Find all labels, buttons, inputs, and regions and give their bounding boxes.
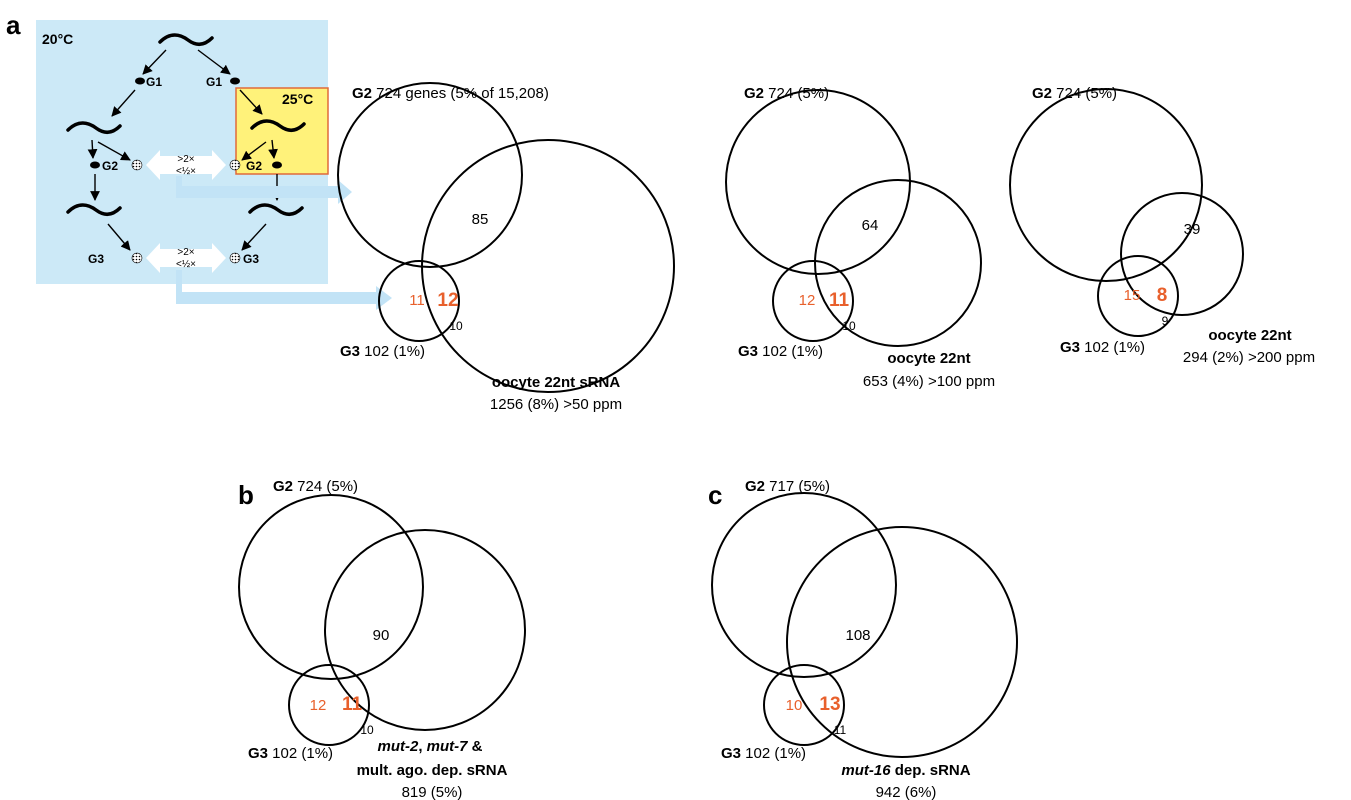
set-title: oocyte 22nt sRNA	[492, 374, 621, 391]
set-title: oocyte 22nt	[887, 350, 970, 367]
worm-g1-left-icon	[66, 121, 122, 134]
g2-set-label: G2 724 (5%)	[273, 478, 358, 495]
g3-set-label: G3 102 (1%)	[340, 343, 425, 360]
panel-letter-b: b	[238, 480, 254, 510]
g2-set-label: G2 724 genes (5% of 15,208)	[352, 85, 549, 102]
g3-circle	[288, 664, 370, 746]
fold-down-label: <½×	[176, 166, 196, 177]
panel-letter-a: a	[6, 10, 21, 40]
g1-right-label: G1	[206, 75, 222, 89]
mut16-sRNA-circle	[786, 526, 1018, 758]
set-title: mult. ago. dep. sRNA	[357, 762, 508, 779]
worm-g1-right-icon	[250, 119, 306, 132]
count-g2-set: 108	[845, 627, 870, 644]
count-all-three: 11	[342, 694, 363, 715]
g3-set-label: G3 102 (1%)	[248, 745, 333, 762]
g2-circle	[711, 492, 897, 678]
count-g2-set: 85	[472, 211, 489, 228]
set-count: 942 (6%)	[876, 784, 937, 800]
sample-g2-right-icon	[229, 159, 241, 171]
g2-circle	[238, 494, 424, 680]
venn-mut16: G2 717 (5%) 108 10 13 11 G3 102 (1%) mut…	[711, 478, 1018, 800]
g2-set-label: G2 724 (5%)	[1032, 85, 1117, 102]
count-g2-set: 64	[862, 217, 879, 234]
set-count: 653 (4%) >100 ppm	[863, 373, 995, 390]
g3-right-label: G3	[243, 252, 259, 266]
set-title-genes: mut-2, mut-7 &	[377, 738, 482, 755]
oocyte-sRNA-circle	[1120, 192, 1244, 316]
count-all-three: 13	[819, 694, 840, 715]
g2-circle	[1009, 88, 1203, 282]
fold-change-g2: >2× <½×	[146, 150, 226, 180]
fold-up-label: >2×	[177, 154, 194, 165]
g3-left-label: G3	[88, 252, 104, 266]
egg-g2-right-icon	[272, 161, 282, 169]
worm-g2-left-icon	[66, 203, 122, 216]
count-g2-g3: 15	[1124, 287, 1141, 304]
venn-mut2-mut7: G2 724 (5%) 90 12 11 10 G3 102 (1%) mut-…	[238, 478, 526, 800]
egg-g1-right-icon	[230, 77, 240, 85]
g3-circle	[772, 260, 854, 342]
fold-down-label: <½×	[176, 259, 196, 270]
fold-up-label: >2×	[177, 247, 194, 258]
count-g2-g3: 10	[786, 697, 803, 714]
g3-connector-arrow	[176, 270, 392, 310]
temp-20-label: 20°C	[42, 31, 73, 47]
g2-right-label: G2	[246, 159, 262, 173]
count-g3-set: 9	[1162, 314, 1169, 328]
g2-connector-arrow	[176, 176, 352, 204]
sample-g3-left-icon	[131, 252, 143, 264]
venn-oocyte-100ppm: G2 724 (5%) 64 12 11 10 G3 102 (1%) oocy…	[725, 85, 995, 390]
set-count: 294 (2%) >200 ppm	[1183, 349, 1315, 366]
set-count: 1256 (8%) >50 ppm	[490, 396, 622, 413]
count-g3-set: 10	[842, 319, 856, 333]
count-all-three: 12	[437, 290, 458, 311]
egg-g1-left-icon	[135, 77, 145, 85]
g2-set-label: G2 717 (5%)	[745, 478, 830, 495]
count-g2-g3: 12	[799, 292, 816, 309]
venn-oocyte-200ppm: G2 724 (5%) 39 15 8 9 G3 102 (1%) oocyte…	[1009, 85, 1315, 366]
lineage-arrows	[87, 49, 282, 251]
count-g2-set: 90	[373, 627, 390, 644]
g3-circle	[763, 664, 845, 746]
set-count: 819 (5%)	[402, 784, 463, 800]
g3-set-label: G3 102 (1%)	[738, 343, 823, 360]
sample-g2-left-icon	[131, 159, 143, 171]
sample-g3-right-icon	[229, 252, 241, 264]
oocyte-sRNA-circle	[814, 179, 982, 347]
count-g2-g3: 12	[310, 697, 327, 714]
count-all-three: 8	[1157, 285, 1168, 306]
count-g3-set: 10	[360, 723, 374, 737]
worm-g2-right-icon	[248, 203, 304, 216]
g3-set-label: G3 102 (1%)	[1060, 339, 1145, 356]
count-g2-set: 39	[1184, 221, 1201, 238]
panel-letter-c: c	[708, 480, 722, 510]
g2-set-label: G2 724 (5%)	[744, 85, 829, 102]
g2-left-label: G2	[102, 159, 118, 173]
g2-circle	[337, 82, 523, 268]
g3-circle	[1097, 255, 1179, 337]
oocyte-sRNA-circle	[421, 139, 675, 393]
egg-g2-left-icon	[90, 161, 100, 169]
fold-change-g3: >2× <½×	[146, 243, 226, 273]
g2-circle	[725, 89, 911, 275]
g3-circle	[378, 260, 460, 342]
count-all-three: 11	[829, 290, 850, 311]
count-g3-set: 10	[449, 319, 463, 333]
set-title: oocyte 22nt	[1208, 327, 1291, 344]
mut-dependent-sRNA-circle	[324, 529, 526, 731]
generation-schematic: 20°C 25°C G1 G1 G2 G2 G3 G3	[36, 20, 392, 310]
temp-25-label: 25°C	[282, 91, 313, 107]
g3-set-label: G3 102 (1%)	[721, 745, 806, 762]
set-title: mut-16 dep. sRNA	[841, 762, 970, 779]
count-g3-set: 11	[834, 723, 847, 737]
worm-parent-icon	[158, 33, 214, 46]
venn-oocyte-50ppm: G2 724 genes (5% of 15,208) 85 11 12 10 …	[337, 82, 675, 413]
g1-left-label: G1	[146, 75, 162, 89]
count-g2-g3: 11	[409, 292, 425, 309]
